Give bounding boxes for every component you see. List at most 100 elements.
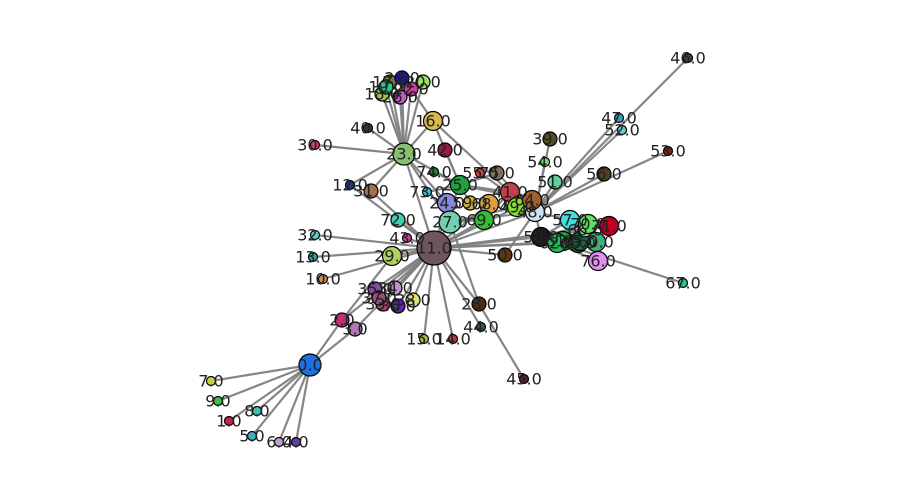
node-15-0 [418,333,430,345]
node-label: 55.0 [462,164,498,183]
node-label: 51.0 [537,173,573,192]
node-25-0 [449,174,471,196]
node-59-0 [462,195,478,211]
node-75-0 [489,165,505,181]
node-label: 12.0 [332,176,368,195]
node-label: 59.0 [452,194,488,213]
node-label: 29.0 [374,247,410,266]
edge-28.0-27.0 [448,221,481,305]
node-7-0 [205,375,217,387]
node-62-0 [546,232,568,254]
node-label: 46.0 [670,49,706,68]
edge-0.0-9.0 [217,363,311,403]
edge-48.0-53.0 [534,150,669,213]
node-label: 0.0 [297,356,322,375]
node-0-0 [298,353,322,377]
node-label: 71.0 [591,217,627,236]
node-label: 38.0 [395,291,431,310]
node-label: 69.0 [466,211,502,230]
node-5-0 [246,430,258,442]
node-2-0 [334,312,350,328]
node-10-0 [317,273,329,285]
node-71-0 [598,215,620,237]
edge-23.0-20.0 [402,81,425,155]
node-label: 10.0 [305,270,341,289]
node-label: 34.0 [377,279,413,298]
node-label: 3.0 [342,320,367,339]
node-39-0 [542,131,558,147]
node-34-0 [387,280,403,296]
node-label: 9.0 [205,392,230,411]
node-27-0 [438,210,462,234]
node-label: 75.0 [479,164,515,183]
node-20-0 [415,74,431,90]
node-label: 41.0 [492,183,528,202]
node-label: 17.0 [372,73,408,92]
node-label: 63.0 [560,234,596,253]
edge-2.0-11.0 [341,247,435,321]
node-label: 61.0 [545,232,581,251]
edge-2.0-29.0 [341,255,393,321]
node-4-0 [290,436,302,448]
node-label: 13.0 [295,248,331,267]
node-8-0 [251,405,263,417]
node-label: 26.0 [382,88,418,107]
node-19-0 [378,79,394,95]
node-74-0 [428,166,440,178]
node-label: 58.0 [523,228,559,247]
node-13-0 [307,251,319,263]
node-43-0 [401,232,413,244]
node-47-0 [613,112,625,124]
node-22-0 [403,81,419,97]
node-14-0 [447,333,459,345]
node-label: 37.0 [361,289,397,308]
node-42-0 [437,142,453,158]
node-label: 39.0 [532,130,568,149]
edge-0.0-7.0 [210,363,311,383]
node-label: 15.0 [406,330,442,349]
node-label: 1.0 [216,412,241,431]
node-label: 72.0 [380,211,416,230]
node-label: 14.0 [435,330,471,349]
node-label: 43.0 [389,229,425,248]
node-label: 25.0 [442,176,478,195]
node-label: 33.0 [365,295,401,314]
node-label: 5.0 [239,427,264,446]
node-label: 32.0 [297,226,333,245]
node-53-0 [662,145,674,157]
edge-48.0-47.0 [534,117,620,213]
node-52-0 [616,124,628,136]
node-label: 53.0 [650,142,686,161]
node-label: 44.0 [463,318,499,337]
edge-23.0-30.0 [314,143,405,156]
node-69-0 [473,209,495,231]
node-label: 31.0 [353,182,389,201]
node-label: 40.0 [350,119,386,138]
node-label: 60.0 [578,233,614,252]
node-label: 49.0 [499,198,535,217]
node-label: 50.0 [487,246,523,265]
node-label: 45.0 [506,370,542,389]
node-16-0 [422,110,444,132]
node-label: 35.0 [357,280,393,299]
node-label: 64.0 [514,191,550,210]
node-32-0 [309,229,321,241]
node-55-0 [474,167,486,179]
edge-11.0-10.0 [322,246,435,281]
node-label: 28.0 [461,295,497,314]
node-label: 6.0 [266,433,291,452]
node-6-0 [273,436,285,448]
node-label: 62.0 [539,234,575,253]
node-label: 47.0 [601,109,637,128]
node-76-0 [587,250,609,272]
node-label: 16.0 [415,112,451,131]
node-29-0 [381,245,403,267]
node-3-0 [347,321,363,337]
node-label: 54.0 [527,153,563,172]
node-label: 18.0 [364,85,400,104]
node-56-0 [596,166,612,182]
node-21-0 [394,70,410,86]
node-23-0 [392,142,416,166]
node-30-0 [309,139,321,151]
